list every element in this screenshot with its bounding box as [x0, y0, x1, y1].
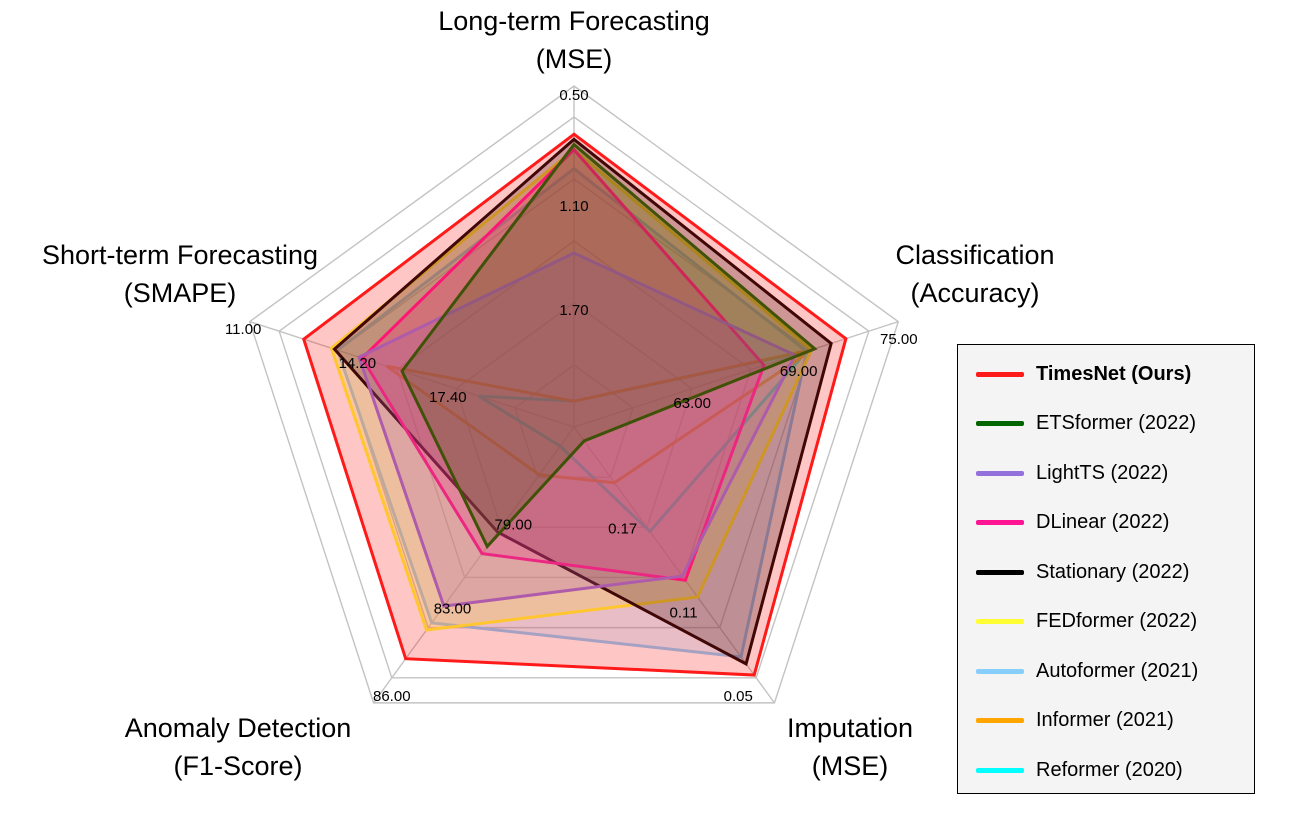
- series-timesnet-ours: [301, 132, 848, 677]
- grid-ring-1: [455, 302, 693, 529]
- axis-title: Anomaly Detection: [125, 713, 352, 743]
- legend-label: LightTS (2022): [1036, 461, 1169, 484]
- legend-swatch: [976, 767, 1024, 773]
- legend-swatch: [976, 718, 1024, 723]
- legend-swatch: [976, 619, 1024, 624]
- legend: TimesNet (Ours) ETSformer (2022) LightTS (…: [957, 344, 1255, 794]
- axis-title: (MSE): [536, 44, 613, 74]
- series-lightts-2022: [357, 251, 798, 608]
- legend-item: Autoformer (2021): [976, 656, 1198, 686]
- legend-swatch: [976, 421, 1024, 426]
- radar-labels: 0.50 1.10 1.70 75.00 69.00 63.00 0.05 0.11 0.17 8…: [42, 6, 1055, 781]
- series-informer-2021: [385, 347, 814, 485]
- legend-label: Stationary (2022): [1036, 560, 1190, 583]
- legend-item: TimesNet (Ours): [976, 359, 1191, 389]
- series-autoformer-2021: [335, 166, 809, 659]
- tick-label: 1.70: [559, 302, 588, 319]
- tick-label: 1.10: [559, 198, 588, 215]
- grid-ring-5: [248, 85, 900, 704]
- tick-label: 14.20: [339, 355, 377, 372]
- legend-label: Reformer (2020): [1036, 758, 1183, 781]
- series-dlinear-2022: [360, 147, 766, 582]
- axis-title: Imputation: [787, 713, 913, 743]
- legend-item: DLinear (2022): [976, 508, 1169, 538]
- legend-item: Stationary (2022): [976, 557, 1189, 587]
- legend-label: FEDformer (2022): [1036, 610, 1198, 632]
- axis-title: (Accuracy): [910, 278, 1039, 308]
- axis-title: Classification: [895, 240, 1054, 270]
- legend-label: ETSformer (2022): [1036, 412, 1197, 434]
- grid-ring-4: [278, 116, 870, 679]
- legend-item: Reformer (2020): [976, 755, 1183, 785]
- tick-label: 75.00: [880, 331, 918, 348]
- tick-label: 79.00: [495, 517, 533, 534]
- axis-title: (SMAPE): [124, 278, 237, 308]
- legend-item: ETSformer (2022): [976, 409, 1196, 439]
- tick-label: 0.17: [608, 521, 637, 538]
- legend-item: LightTS (2022): [976, 458, 1168, 488]
- tick-label: 0.11: [669, 604, 697, 621]
- axis-title: (F1-Score): [173, 751, 302, 781]
- tick-label: 63.00: [673, 395, 711, 412]
- legend-item: FEDformer (2022): [976, 607, 1197, 637]
- tick-label: 86.00: [373, 688, 411, 705]
- series-etsformer-2022: [400, 142, 818, 550]
- axis-title: Short-term Forecasting: [42, 240, 318, 270]
- legend-label: Informer (2021): [1036, 709, 1174, 731]
- axis-title: Long-term Forecasting: [438, 6, 710, 36]
- tick-label: 69.00: [780, 363, 818, 380]
- legend-swatch: [976, 520, 1024, 525]
- grid-ring-2: [396, 240, 752, 579]
- legend-swatch: [976, 371, 1024, 377]
- legend-label: DLinear (2022): [1036, 511, 1170, 533]
- legend-label: TimesNet (Ours): [1036, 362, 1192, 385]
- legend-swatch: [976, 668, 1024, 674]
- axis-title: (MSE): [812, 751, 889, 781]
- legend-swatch: [976, 569, 1024, 575]
- tick-label: 11.00: [225, 321, 261, 338]
- series-stationary-2022: [332, 137, 833, 667]
- tick-label: 0.05: [724, 688, 753, 705]
- tick-label: 83.00: [434, 600, 472, 617]
- tick-label: 0.50: [559, 87, 588, 104]
- legend-label: Autoformer (2021): [1036, 659, 1199, 682]
- grid-spoke-3: [372, 426, 575, 704]
- tick-label: 17.40: [429, 389, 467, 406]
- radar-series: [301, 132, 848, 677]
- legend-swatch: [976, 470, 1024, 476]
- legend-item: Informer (2021): [976, 706, 1174, 736]
